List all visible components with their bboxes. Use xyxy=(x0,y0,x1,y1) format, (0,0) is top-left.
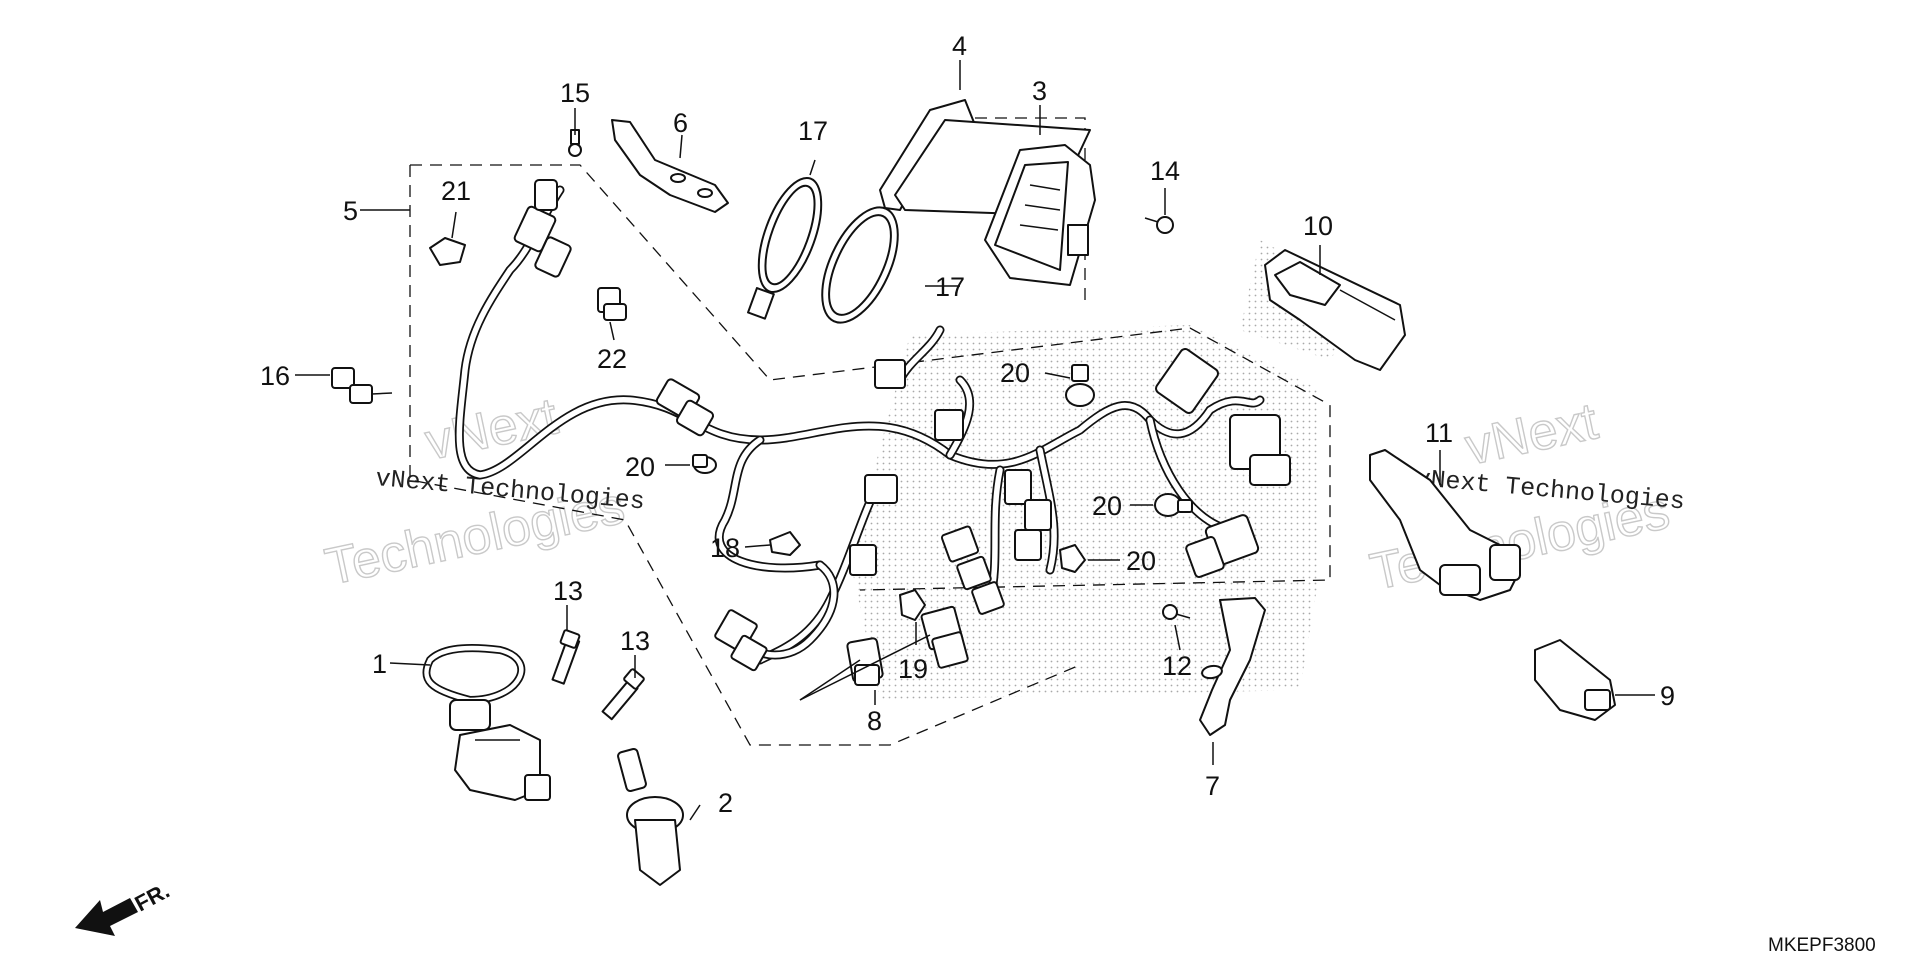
callout-17-b: 17 xyxy=(935,272,965,302)
callout-10: 10 xyxy=(1303,211,1333,241)
callout-18: 18 xyxy=(710,533,740,563)
callout-5: 5 xyxy=(343,196,358,226)
callout-7: 7 xyxy=(1205,771,1220,801)
callout-11: 11 xyxy=(1425,418,1453,448)
bolt-13-b xyxy=(601,668,645,721)
callout-numbers: 1 2 3 4 5 6 7 8 9 10 11 12 13 13 14 15 1… xyxy=(260,31,1675,818)
front-direction-arrow-icon: FR. xyxy=(75,878,174,936)
main-wire-harness xyxy=(454,185,1265,665)
ecu-10 xyxy=(1264,249,1406,371)
callout-15: 15 xyxy=(560,78,590,108)
clip-20-a xyxy=(1065,364,1095,407)
callout-22: 22 xyxy=(597,344,627,374)
callout-13-b: 13 xyxy=(620,626,650,656)
bolt-14 xyxy=(1144,216,1174,234)
watermark-left-large-1: vNext xyxy=(420,387,563,471)
sensor-9 xyxy=(1534,639,1616,721)
relay-3 xyxy=(984,144,1096,286)
callout-14: 14 xyxy=(1150,156,1180,186)
clip-21 xyxy=(429,237,466,266)
callout-4: 4 xyxy=(952,31,967,61)
module-11 xyxy=(1369,449,1521,601)
clip-20-d xyxy=(1059,544,1086,573)
bolt-13-a xyxy=(551,629,581,685)
bolt-12 xyxy=(1162,604,1191,620)
ignition-coil-1 xyxy=(422,644,551,801)
callout-3: 3 xyxy=(1032,76,1047,106)
callout-20-d: 20 xyxy=(1126,546,1156,576)
watermark-right-large-1: vNext xyxy=(1460,392,1603,476)
callout-1: 1 xyxy=(372,649,387,679)
callout-19: 19 xyxy=(898,654,928,684)
watermark-left: vNext Technologies vNext Technologies xyxy=(320,387,646,598)
bracket-7 xyxy=(1199,597,1266,736)
connector-22 xyxy=(597,287,627,321)
callout-8: 8 xyxy=(867,706,882,736)
callout-12: 12 xyxy=(1162,651,1192,681)
bracket-6 xyxy=(611,119,729,213)
callout-20-c: 20 xyxy=(1092,491,1122,521)
callout-20-b: 20 xyxy=(625,452,655,482)
band-17-b xyxy=(821,206,899,324)
callout-13-a: 13 xyxy=(553,576,583,606)
tie-19 xyxy=(899,589,926,621)
callout-9: 9 xyxy=(1660,681,1675,711)
callout-16: 16 xyxy=(260,361,290,391)
clip-20-b xyxy=(692,454,717,474)
callout-17-a: 17 xyxy=(798,116,828,146)
sensor-16 xyxy=(331,367,393,404)
harness-connectors xyxy=(513,179,1291,686)
callout-6: 6 xyxy=(673,108,688,138)
leader-lines xyxy=(295,60,1655,821)
clip-18 xyxy=(769,531,801,556)
spark-plug-cap-2 xyxy=(617,747,684,886)
band-17-a xyxy=(747,176,823,320)
callout-2: 2 xyxy=(718,788,733,818)
clip-20-c xyxy=(1154,493,1193,517)
callout-20-a: 20 xyxy=(1000,358,1030,388)
callout-21: 21 xyxy=(441,176,471,206)
diagram-code: MKEPF3800 xyxy=(1768,935,1876,956)
